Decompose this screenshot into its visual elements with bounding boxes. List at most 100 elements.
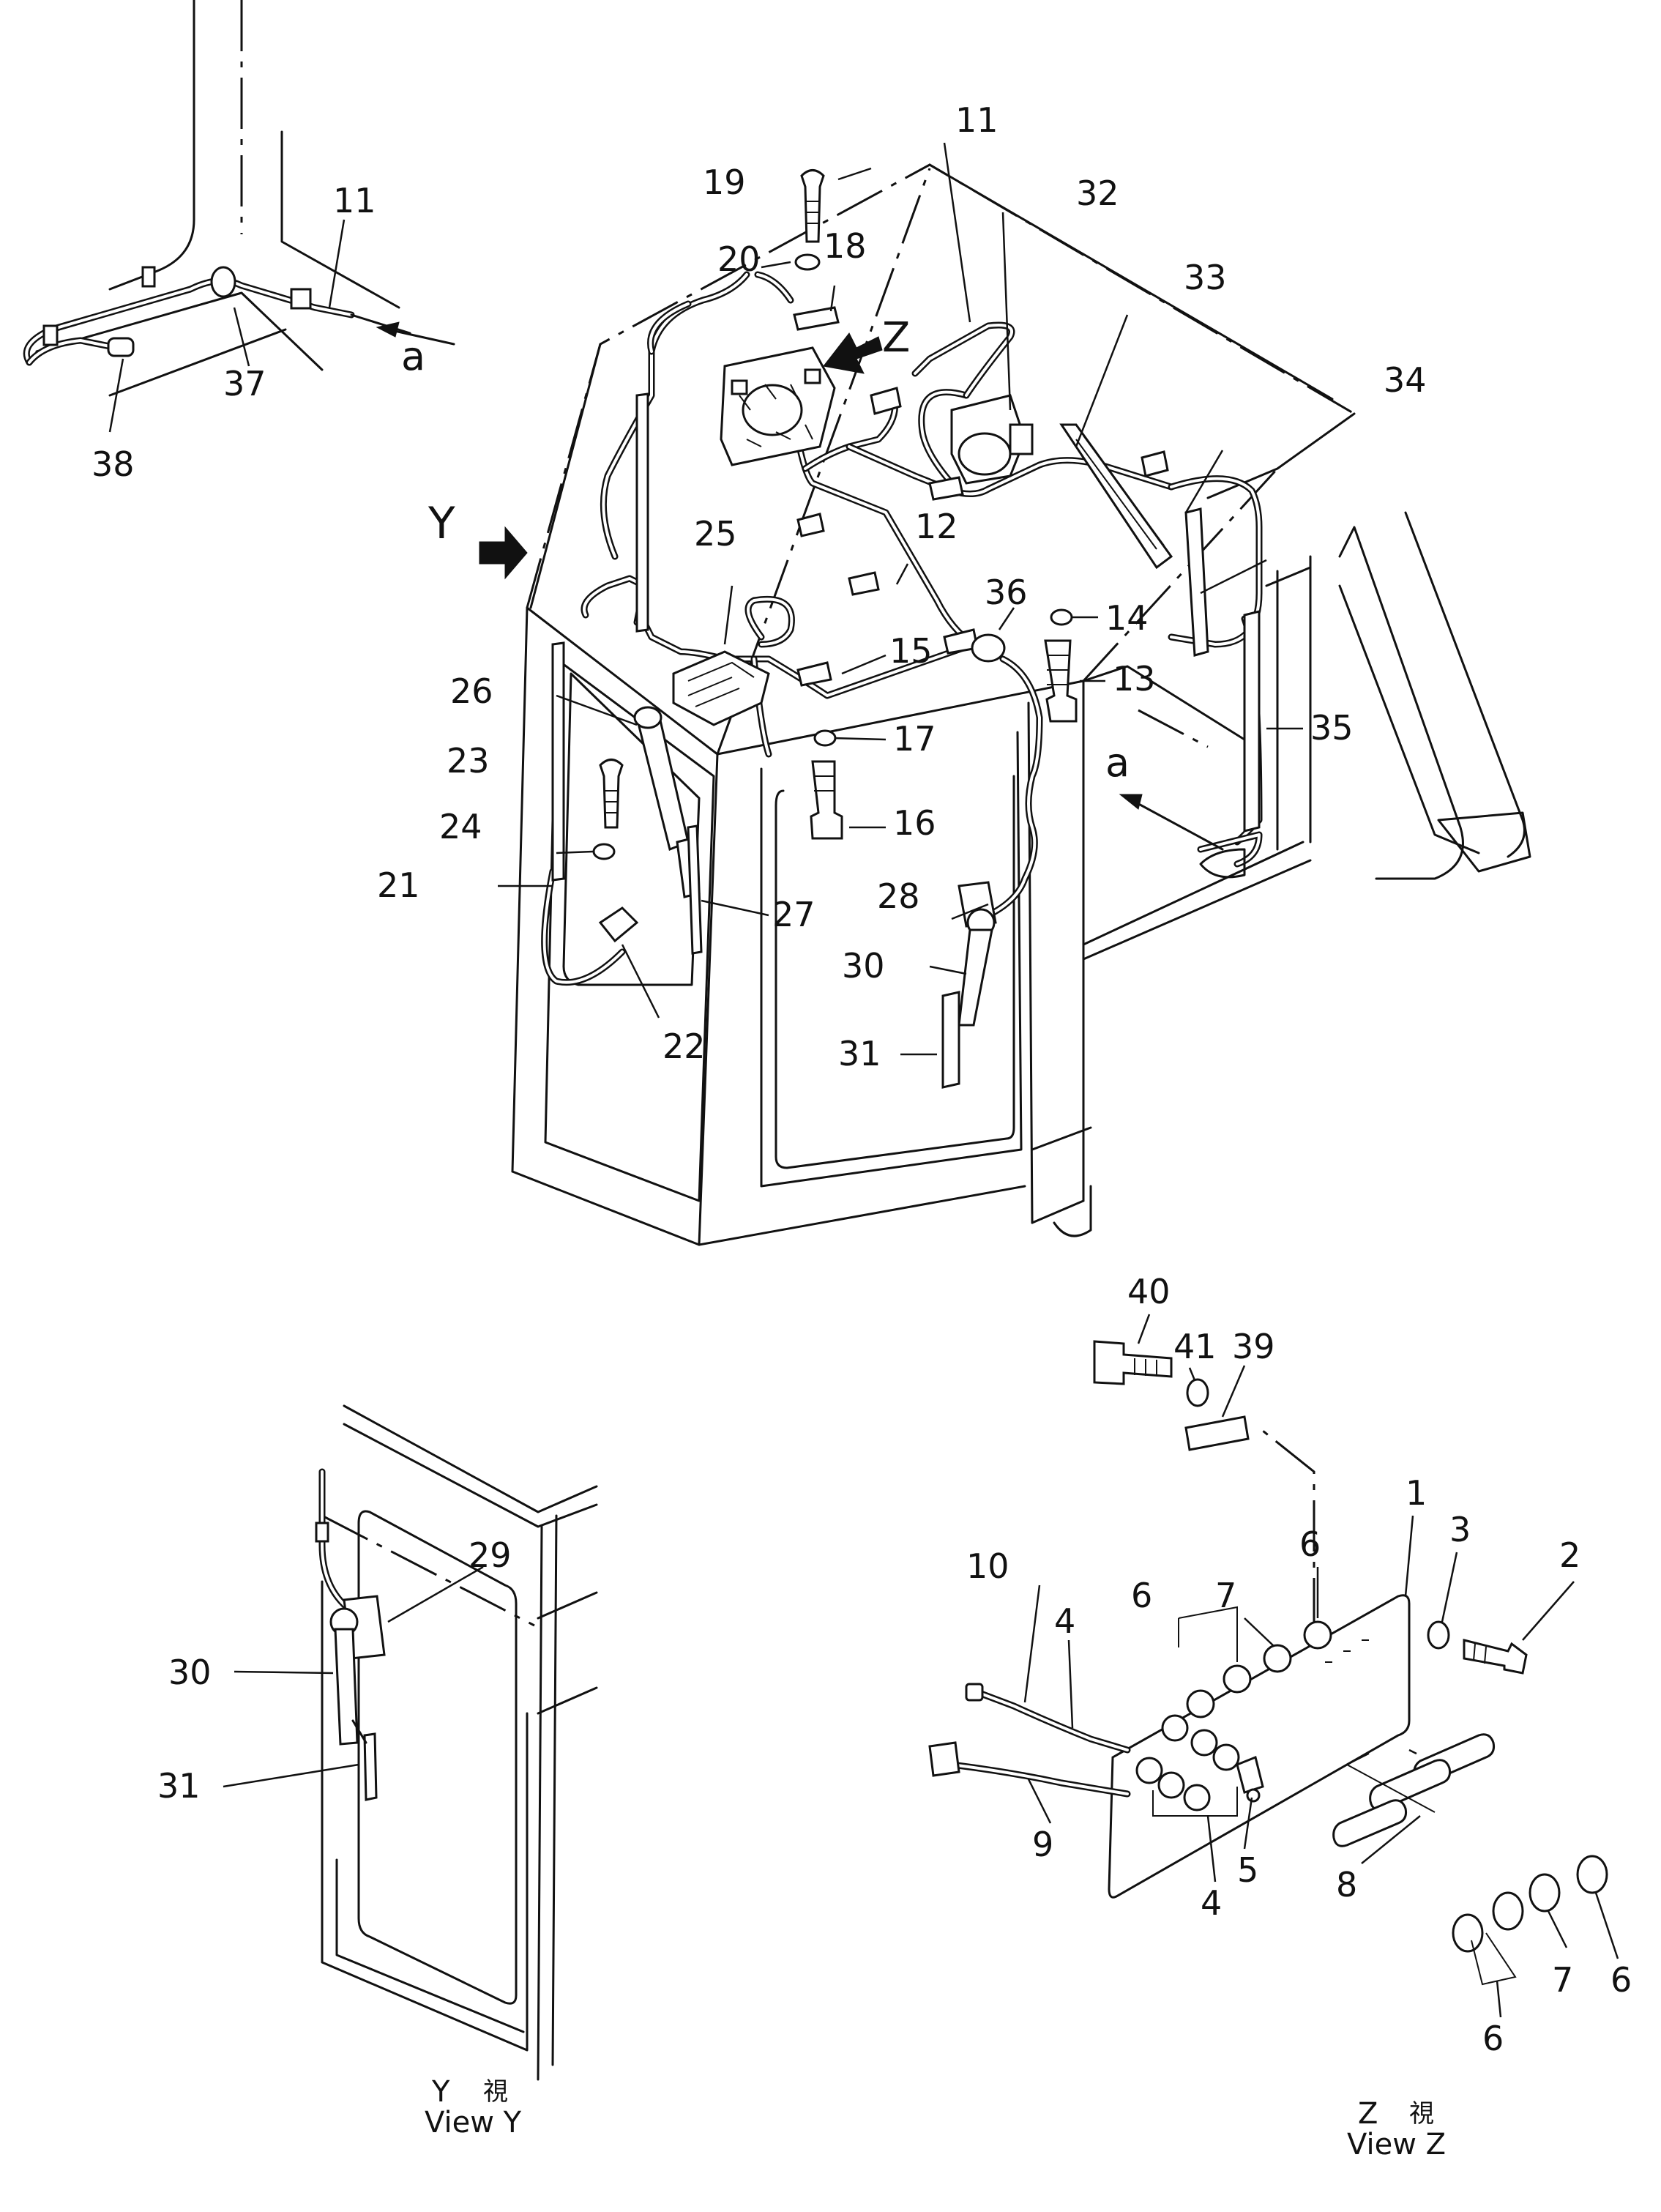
clamp xyxy=(928,476,964,501)
wiper-21 xyxy=(551,641,565,882)
view-y-kanji: 視 xyxy=(483,2077,508,2107)
bolt-19 xyxy=(800,169,825,243)
callout-24: 24 xyxy=(439,807,482,846)
pipe-clamp xyxy=(42,324,59,346)
callout-20: 20 xyxy=(717,239,761,279)
callout-41: 41 xyxy=(1173,1327,1217,1366)
grommet-36 xyxy=(971,633,1006,663)
callout-31: 31 xyxy=(838,1034,881,1073)
callout-38: 38 xyxy=(92,444,135,484)
switch-knob xyxy=(1183,1784,1211,1811)
connector-9 xyxy=(928,1741,960,1777)
callout-29: 29 xyxy=(469,1535,512,1575)
switch-knob xyxy=(1223,1664,1252,1694)
washer-41 xyxy=(1186,1378,1209,1407)
fuse-8 xyxy=(1332,1799,1407,1847)
knob-6 xyxy=(1452,1913,1484,1953)
callout-19: 19 xyxy=(703,163,746,202)
switch-knob xyxy=(1161,1714,1189,1742)
callout-22: 22 xyxy=(662,1027,706,1066)
connector-10 xyxy=(965,1683,984,1702)
callout-31: 31 xyxy=(157,1766,201,1806)
callout-37: 37 xyxy=(223,364,266,403)
callout-labels: 11 37 38 a 19 20 18 11 32 33 34 Z Y 25 1… xyxy=(92,100,1632,2058)
callout-21: 21 xyxy=(377,865,420,905)
callout-28: 28 xyxy=(877,876,920,916)
clamp xyxy=(796,513,825,537)
wiper-35 xyxy=(1243,610,1261,833)
washer-20 xyxy=(794,253,821,271)
callout-34: 34 xyxy=(1384,360,1427,400)
callout-4: 4 xyxy=(1054,1601,1075,1641)
pipe-clamp xyxy=(141,266,156,288)
callout-14: 14 xyxy=(1105,598,1149,638)
callout-16: 16 xyxy=(893,803,936,843)
joint xyxy=(290,288,312,310)
view-captions: Y 視 View Y Z 視 View Z xyxy=(425,2075,1446,2161)
callout-23: 23 xyxy=(447,741,490,781)
view-y-caption: View Y xyxy=(425,2106,522,2140)
bolt-40 xyxy=(1093,1340,1173,1385)
callout-32: 32 xyxy=(1076,174,1119,213)
wiper-27 xyxy=(687,824,703,955)
switch-knob xyxy=(1263,1644,1292,1673)
switch-knob xyxy=(1186,1689,1215,1718)
view-z-detail xyxy=(928,1314,1619,2018)
view-y-arrow xyxy=(479,526,528,580)
clamp xyxy=(870,387,902,415)
bolt-13 xyxy=(1044,639,1078,723)
callout-7: 7 xyxy=(1215,1576,1236,1615)
callout-a: a xyxy=(401,333,425,379)
fuse-8 xyxy=(1369,1759,1451,1811)
wiper-blade-31-y xyxy=(363,1732,378,1801)
callout-30: 30 xyxy=(168,1653,212,1692)
callout-11: 11 xyxy=(955,100,999,140)
knob-6 xyxy=(1492,1891,1524,1931)
switch-knob xyxy=(1157,1771,1185,1799)
callout-11: 11 xyxy=(333,181,376,220)
callout-39: 39 xyxy=(1232,1327,1275,1366)
callout-30: 30 xyxy=(842,946,885,986)
callout-25: 25 xyxy=(694,514,737,554)
clamp xyxy=(796,661,832,687)
cab-assembly xyxy=(479,142,1531,1246)
switch-knob xyxy=(1135,1757,1163,1784)
callout-15: 15 xyxy=(889,631,933,671)
switch-knob xyxy=(1190,1729,1218,1757)
view-y-detail xyxy=(223,1404,598,2081)
callout-35: 35 xyxy=(1310,708,1354,748)
wiper-34 xyxy=(1184,507,1209,657)
callout-a: a xyxy=(1105,740,1130,786)
nozzle-38 xyxy=(107,337,135,357)
switch-knob xyxy=(1212,1743,1240,1771)
callout-6: 6 xyxy=(1610,1960,1632,2000)
switch-knob xyxy=(1303,1620,1332,1650)
callout-13: 13 xyxy=(1113,659,1156,699)
callout-Y: Y xyxy=(428,498,455,549)
view-z-kanji: 視 xyxy=(1409,2099,1434,2129)
wiper-arm-30-y xyxy=(334,1628,359,1746)
detail-a-view xyxy=(23,0,455,433)
wiper-upper xyxy=(635,392,649,633)
callout-9: 9 xyxy=(1032,1825,1053,1864)
callout-33: 33 xyxy=(1184,258,1227,297)
washer-17 xyxy=(813,729,837,747)
callout-1: 1 xyxy=(1406,1473,1427,1513)
callout-18: 18 xyxy=(824,226,867,266)
grommet-37 xyxy=(210,266,236,298)
wiper-blade-31 xyxy=(941,991,960,1089)
knob-7 xyxy=(1529,1873,1561,1913)
washer-14 xyxy=(1050,608,1073,626)
callout-40: 40 xyxy=(1127,1272,1171,1311)
view-z-arrow xyxy=(823,332,883,374)
callout-12: 12 xyxy=(915,507,958,546)
view-z-letter: Z xyxy=(1358,2097,1378,2131)
wiper-motor-26 xyxy=(635,712,690,852)
callout-6: 6 xyxy=(1131,1576,1152,1615)
wiper-arm-30 xyxy=(958,928,993,1027)
callout-27: 27 xyxy=(772,895,815,934)
callout-6: 6 xyxy=(1482,2019,1504,2058)
view-y-letter: Y xyxy=(431,2075,450,2109)
callout-2: 2 xyxy=(1559,1535,1580,1575)
